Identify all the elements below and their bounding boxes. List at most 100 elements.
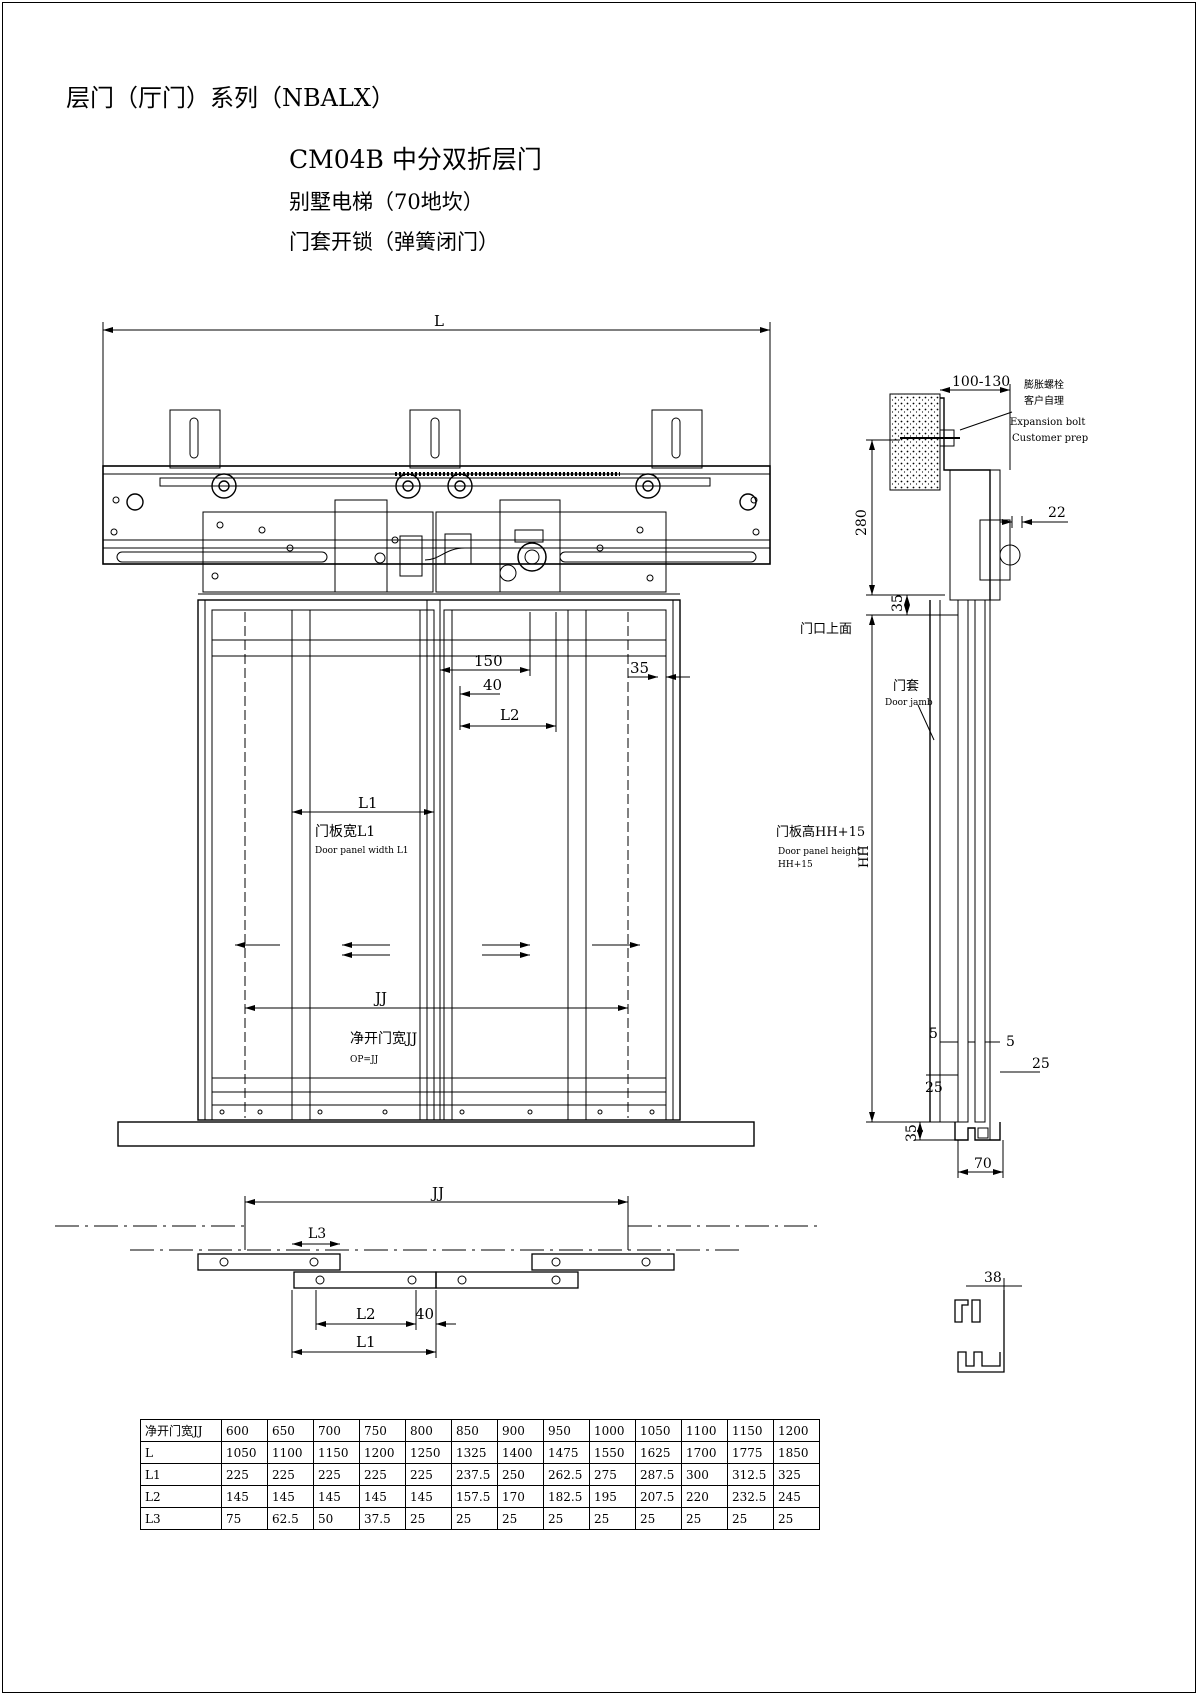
- bolt-cn-1: 膨胀螺栓: [1024, 378, 1064, 391]
- table-cell: 225: [313, 1463, 360, 1486]
- page-title: 层门（厅门）系列（NBALX）: [66, 84, 395, 112]
- table-row-label: L3: [140, 1507, 222, 1530]
- jamb-cn: 门套: [893, 678, 919, 694]
- table-cell: 250: [497, 1463, 544, 1486]
- table-cell: 25: [451, 1507, 498, 1530]
- dim-150: 150: [474, 652, 503, 670]
- sill-detail: [954, 1278, 1022, 1373]
- table-cell: 1325: [451, 1441, 498, 1464]
- dim-JJ-plan: JJ: [430, 1184, 444, 1202]
- plan-view: [55, 1196, 818, 1358]
- table-cell: 1625: [635, 1441, 682, 1464]
- panel-width-en: Door panel width L1: [315, 846, 409, 856]
- table-cell: 950: [543, 1419, 590, 1442]
- table-cell: 1050: [221, 1441, 268, 1464]
- table-cell: 225: [405, 1463, 452, 1486]
- bolt-en-1: Expansion bolt: [1010, 417, 1085, 428]
- table-cell: 1700: [681, 1441, 728, 1464]
- table-cell: 750: [359, 1419, 406, 1442]
- table-cell: 145: [221, 1485, 268, 1508]
- table-cell: 1200: [359, 1441, 406, 1464]
- table-cell: 262.5: [543, 1463, 590, 1486]
- table-cell: 850: [451, 1419, 498, 1442]
- dim-HH: HH: [857, 845, 872, 868]
- table-cell: 25: [497, 1507, 544, 1530]
- table-cell: 900: [497, 1419, 544, 1442]
- dim-38: 38: [984, 1270, 1002, 1286]
- table-cell: 225: [267, 1463, 314, 1486]
- table-cell: 232.5: [727, 1485, 774, 1508]
- dim-40-plan: 40: [415, 1305, 434, 1323]
- clear-opening-cn: 净开门宽JJ: [350, 1030, 417, 1047]
- table-cell: 145: [359, 1485, 406, 1508]
- usage-title: 别墅电梯（70地坎）: [289, 190, 484, 214]
- table-cell: 25: [773, 1507, 820, 1530]
- dim-L1-plan: L1: [356, 1333, 376, 1351]
- table-cell: 275: [589, 1463, 636, 1486]
- table-cell: 182.5: [543, 1485, 590, 1508]
- table-cell: 1550: [589, 1441, 636, 1464]
- table-cell: 207.5: [635, 1485, 682, 1508]
- table-cell: 1050: [635, 1419, 682, 1442]
- table-cell: 157.5: [451, 1485, 498, 1508]
- table-cell: 287.5: [635, 1463, 682, 1486]
- dim-L3-plan: L3: [308, 1226, 326, 1242]
- dim-5-left: 5: [929, 1026, 938, 1042]
- table-cell: 145: [405, 1485, 452, 1508]
- table-cell: 25: [635, 1507, 682, 1530]
- dim-40-front: 40: [483, 676, 502, 694]
- dim-JJ-front: JJ: [373, 989, 387, 1007]
- dim-35-top: 35: [890, 594, 906, 612]
- table-cell: 245: [773, 1485, 820, 1508]
- table-cell: 1150: [727, 1419, 774, 1442]
- dim-25-right: 25: [1032, 1056, 1050, 1072]
- panel-height-en-1: Door panel height: [778, 847, 861, 857]
- clear-opening-en: OP=JJ: [350, 1055, 379, 1065]
- dim-L-front: L: [434, 312, 444, 330]
- table-cell: 1100: [267, 1441, 314, 1464]
- table-cell: 145: [313, 1485, 360, 1508]
- table-cell: 25: [681, 1507, 728, 1530]
- table-cell: 800: [405, 1419, 452, 1442]
- table-cell: 50: [313, 1507, 360, 1530]
- table-cell: 312.5: [727, 1463, 774, 1486]
- table-row-label: L1: [140, 1463, 222, 1486]
- table-cell: 225: [221, 1463, 268, 1486]
- table-cell: 62.5: [267, 1507, 314, 1530]
- bolt-en-2: Customer prep: [1012, 433, 1088, 444]
- dim-25-left: 25: [925, 1080, 943, 1096]
- table-cell: 225: [359, 1463, 406, 1486]
- table-cell: 75: [221, 1507, 268, 1530]
- table-cell: 25: [589, 1507, 636, 1530]
- table-cell: 1250: [405, 1441, 452, 1464]
- bolt-cn-2: 客户自理: [1024, 394, 1064, 407]
- table-cell: 300: [681, 1463, 728, 1486]
- table-cell: 37.5: [359, 1507, 406, 1530]
- table-cell: 145: [267, 1485, 314, 1508]
- dim-280: 280: [854, 509, 870, 536]
- table-cell: 650: [267, 1419, 314, 1442]
- dim-100-130: 100-130: [952, 374, 1010, 390]
- table-cell: 1150: [313, 1441, 360, 1464]
- unlock-title: 门套开锁（弹簧闭门）: [289, 230, 499, 254]
- table-cell: 1200: [773, 1419, 820, 1442]
- table-cell: 1000: [589, 1419, 636, 1442]
- dim-L2-plan: L2: [356, 1305, 376, 1323]
- model-title: CM04B 中分双折层门: [289, 145, 542, 174]
- table-cell: 237.5: [451, 1463, 498, 1486]
- dim-35-bottom: 35: [904, 1124, 920, 1142]
- table-cell: 195: [589, 1485, 636, 1508]
- table-cell: 1400: [497, 1441, 544, 1464]
- table-cell: 25: [543, 1507, 590, 1530]
- table-cell: 170: [497, 1485, 544, 1508]
- jamb-en: Door jamb: [885, 698, 933, 708]
- table-cell: 1475: [543, 1441, 590, 1464]
- front-view: [102, 322, 771, 1147]
- table-cell: 1775: [727, 1441, 774, 1464]
